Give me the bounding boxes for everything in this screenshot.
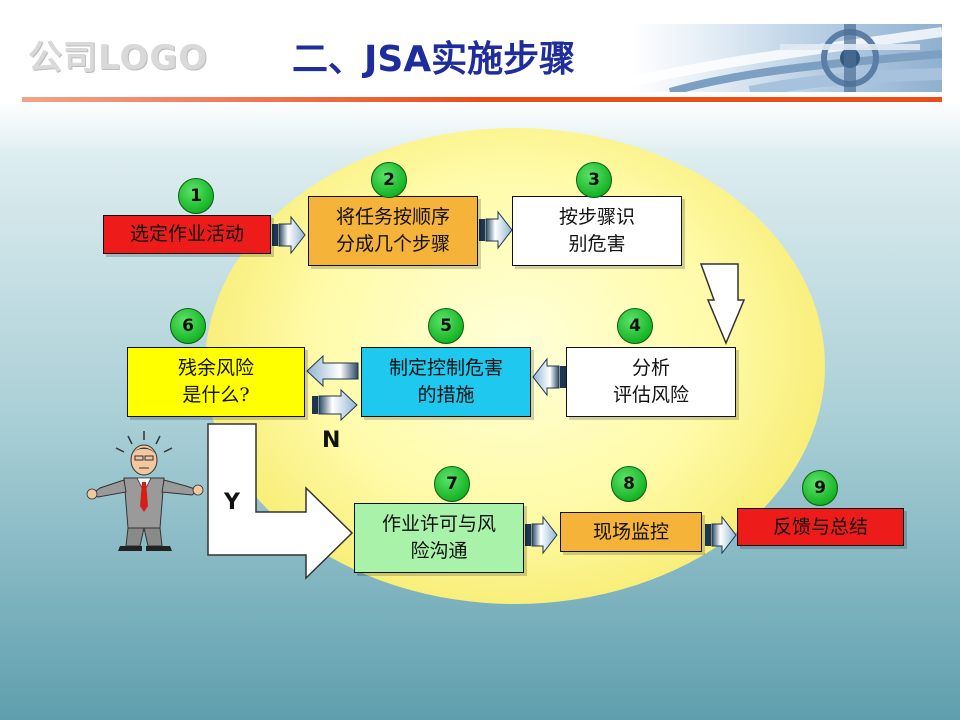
branch-yes-label: Y xyxy=(224,490,240,515)
step-9-label: 反馈与总结 xyxy=(772,515,868,538)
company-logo: 公司LOGO xyxy=(28,38,209,78)
arrow-3-to-4 xyxy=(699,263,746,345)
step-8-label: 现场监控 xyxy=(592,520,669,543)
branch-no-label: N xyxy=(322,428,341,453)
arrow-6-to-5-no xyxy=(312,388,358,422)
step-4-number-badge: 4 xyxy=(617,308,653,344)
step-1-label: 选定作业活动 xyxy=(129,223,244,245)
arrow-7-to-8 xyxy=(525,515,558,555)
arrow-2-to-3 xyxy=(479,210,513,250)
step-4-box: 分析 评估风险 xyxy=(566,347,736,417)
step-3-label: 按步骤识 别危害 xyxy=(558,206,635,255)
step-1-box: 选定作业活动 xyxy=(103,215,271,254)
step-2-number-badge: 2 xyxy=(371,162,407,198)
step-2-label: 将任务按顺序 分成几个步骤 xyxy=(335,206,450,255)
arrow-8-to-9 xyxy=(705,515,737,555)
step-5-label: 制定控制危害 的措施 xyxy=(388,357,503,406)
step-5-number-badge: 5 xyxy=(428,308,464,344)
industrial-pipes-illustration xyxy=(630,24,942,92)
step-8-box: 现场监控 xyxy=(560,512,702,552)
step-1-number-badge: 1 xyxy=(178,178,214,214)
step-3-number-badge: 3 xyxy=(576,162,612,198)
header-underline xyxy=(22,97,942,102)
step-9-number-badge: 9 xyxy=(802,470,838,506)
arrow-6-to-7-yes xyxy=(207,423,354,580)
arrow-4-to-5 xyxy=(532,357,566,397)
arrow-5-to-6 xyxy=(306,354,359,388)
arrow-1-to-2 xyxy=(272,215,306,255)
step-9-box: 反馈与总结 xyxy=(737,508,904,546)
confused-man-illustration xyxy=(86,431,204,551)
step-2-box: 将任务按顺序 分成几个步骤 xyxy=(308,196,478,266)
step-6-number-badge: 6 xyxy=(170,308,206,344)
step-3-box: 按步骤识 别危害 xyxy=(512,196,682,266)
step-7-number-badge: 7 xyxy=(434,466,470,502)
slide-header: 公司LOGO 二、JSA实施步骤 xyxy=(0,0,960,104)
step-5-box: 制定控制危害 的措施 xyxy=(361,347,531,417)
step-7-label: 作业许可与风 险沟通 xyxy=(381,513,496,562)
header-decorative-image xyxy=(630,24,942,92)
step-6-label: 残余风险 是什么? xyxy=(177,357,254,406)
step-7-box: 作业许可与风 险沟通 xyxy=(354,503,524,573)
step-6-box: 残余风险 是什么? xyxy=(127,347,305,417)
step-8-number-badge: 8 xyxy=(611,466,647,502)
slide-title: 二、JSA实施步骤 xyxy=(292,39,576,80)
step-4-label: 分析 评估风险 xyxy=(612,357,689,406)
